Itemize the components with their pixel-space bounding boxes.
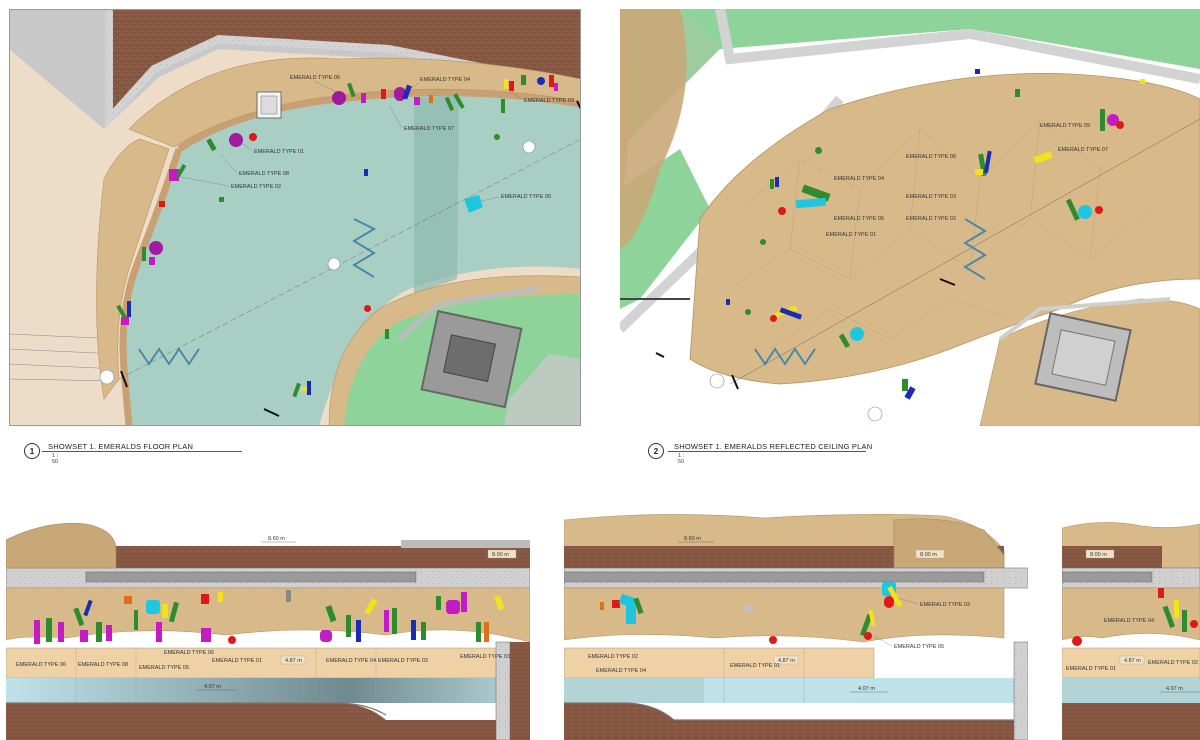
label-sb-5: EMERALD TYPE 01 — [730, 663, 780, 669]
label-sa-3: EMERALD TYPE 05 — [139, 665, 189, 671]
ceiling-concrete-band — [715, 9, 1200, 84]
level-b-0: 8.60 m — [684, 536, 701, 542]
view-number-badge: 1 — [24, 443, 40, 459]
label-sa-1: EMERALD TYPE 06 — [16, 662, 66, 668]
section-line — [118, 138, 581, 380]
view-title: SHOWSET 1. EMERALDS FLOOR PLAN — [48, 442, 194, 451]
grass-top — [680, 9, 1200, 69]
view-scale: 1 : 50 — [52, 453, 59, 465]
ceiling-water-jet-icon-2 — [754, 347, 816, 366]
section-view-c[interactable]: 8.00 m 4.87 m 4.07 m EMERALD TYPE 04 EME… — [1062, 510, 1200, 740]
label-ceiling-3: EMERALD TYPE 06 — [906, 154, 956, 160]
title-underline-2 — [668, 451, 866, 452]
level-a-3: 4.07 m — [204, 684, 221, 690]
ceiling-section-line — [729, 118, 1200, 385]
label-sa-4: EMERALD TYPE 06 — [164, 650, 214, 656]
level-c-2: 4.07 m — [1166, 686, 1183, 692]
label-ceiling-4: EMERALD TYPE 04 — [834, 176, 884, 182]
view-title-2: SHOWSET 1. EMERALDS REFLECTED CEILING PL… — [674, 442, 873, 451]
island-slab — [504, 354, 581, 426]
label-floor-1: EMERALD TYPE 06 — [290, 75, 340, 81]
rock-band-left — [96, 138, 170, 400]
level-a-0: 8.60 m — [268, 536, 285, 542]
section-b-emeralds — [600, 582, 903, 644]
label-sc-3: EMERALD TYPE 02 — [1148, 660, 1198, 666]
label-sa-5: EMERALD TYPE 01 — [212, 658, 262, 664]
label-floor-7: EMERALD TYPE 02 — [231, 184, 281, 190]
grid-lines-b — [723, 648, 805, 703]
floor-plan-view[interactable]: EMERALD TYPE 06 EMERALD TYPE 04 EMERALD … — [9, 9, 581, 426]
water-shade — [414, 94, 459, 294]
label-floor-5: EMERALD TYPE 01 — [254, 149, 304, 155]
level-b-2: 4.87 m — [778, 658, 795, 664]
label-ceiling-7: EMERALD TYPE 02 — [906, 216, 956, 222]
label-sb-3: EMERALD TYPE 02 — [588, 654, 638, 660]
label-ceiling-5: EMERALD TYPE 03 — [906, 194, 956, 200]
level-c-0: 8.00 m — [1090, 552, 1107, 558]
ceiling-water-jet-icon — [963, 218, 987, 280]
water-jet-icon-2 — [138, 347, 200, 366]
view-number-badge-2: 2 — [648, 443, 664, 459]
label-sa-2: EMERALD TYPE 08 — [78, 662, 128, 668]
machine-inner — [442, 334, 497, 382]
label-ceiling-8: EMERALD TYPE 01 — [826, 232, 876, 238]
section-brick-top — [106, 546, 530, 568]
rock-top-left — [6, 523, 117, 569]
level-c-1: 4.87 m — [1124, 658, 1141, 664]
title-underline — [42, 451, 242, 452]
section-view-b[interactable]: 8.60 m 8.00 m 4.87 m 4.07 m EMERALD TYPE… — [564, 510, 1028, 740]
section-marker — [99, 369, 115, 385]
island-path — [397, 286, 540, 341]
label-sc-2: EMERALD TYPE 01 — [1066, 666, 1116, 672]
label-floor-2: EMERALD TYPE 04 — [420, 77, 470, 83]
grid-lines-a — [75, 648, 377, 703]
label-sa-7: EMERALD TYPE 02 — [378, 658, 428, 664]
section-c-emeralds — [1072, 588, 1198, 646]
level-a-1: 8.00 m — [492, 552, 509, 558]
section-water — [6, 678, 496, 703]
label-floor-8: EMERALD TYPE 05 — [501, 194, 551, 200]
section-marker-2 — [327, 257, 341, 271]
label-floor-6: EMERALD TYPE 08 — [239, 171, 289, 177]
label-ceiling-6: EMERALD TYPE 05 — [834, 216, 884, 222]
ceiling-emeralds — [726, 69, 1145, 400]
ceiling-plan-view[interactable]: EMERALD TYPE 09 EMERALD TYPE 07 EMERALD … — [620, 9, 1200, 426]
label-ceiling-1: EMERALD TYPE 09 — [1040, 123, 1090, 129]
emerald-cluster-top — [116, 75, 558, 398]
level-b-1: 8.00 m — [920, 552, 937, 558]
label-sa-8: EMERALD TYPE 03 — [460, 654, 510, 660]
label-sb-2: EMERALD TYPE 05 — [894, 644, 944, 650]
label-ceiling-2: EMERALD TYPE 07 — [1058, 147, 1108, 153]
pool-water — [123, 92, 581, 426]
rock-band-top — [128, 57, 581, 148]
concrete-wall — [105, 9, 581, 130]
label-floor-4: EMERALD TYPE 07 — [404, 126, 454, 132]
rock-facets — [729, 108, 1161, 350]
level-a-2: 4.87 m — [285, 658, 302, 664]
section-view-a[interactable]: 8.60 m 8.00 m 4.87 m 4.07 m — [6, 510, 530, 740]
rock-left-edge — [620, 9, 687, 249]
water-jet-icon — [352, 218, 377, 278]
section-brick-bottom — [6, 703, 496, 740]
level-b-3: 4.07 m — [858, 686, 875, 692]
label-sa-6: EMERALD TYPE 04 — [326, 658, 376, 664]
label-sb-4: EMERALD TYPE 04 — [596, 668, 646, 674]
leader-lines — [180, 80, 522, 202]
section-a-emeralds — [34, 590, 505, 644]
label-sc-1: EMERALD TYPE 04 — [1104, 618, 1154, 624]
section-sand-band — [6, 647, 512, 679]
label-floor-3: EMERALD TYPE 03 — [524, 98, 574, 104]
view-scale-2: 1 : 50 — [678, 453, 685, 465]
section-marker-3 — [522, 140, 536, 154]
label-sb-1: EMERALD TYPE 03 — [920, 602, 970, 608]
pool-edge-left — [119, 147, 183, 426]
